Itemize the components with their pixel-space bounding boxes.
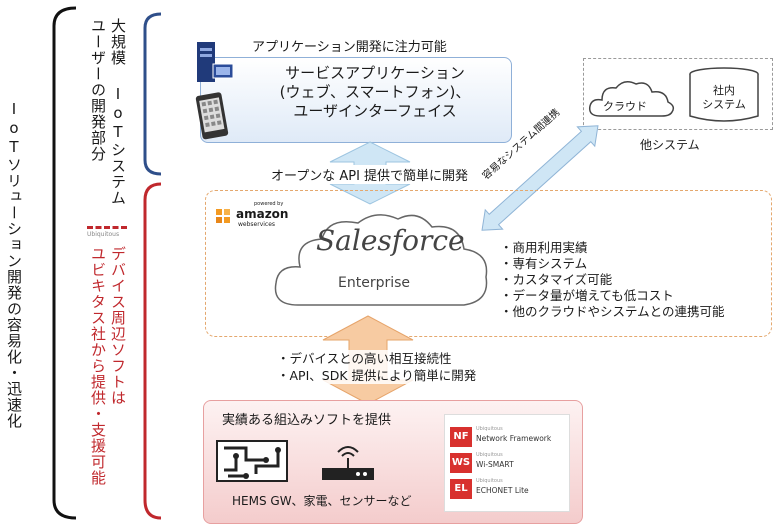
products-card: NF Ubiquitous Network Framework WS Ubiqu…: [444, 414, 570, 512]
service-application-text: サービスアプリケーション (ウェブ、スマートフォン)、 ユーザインターフェイス: [250, 64, 500, 121]
aws-cubes-icon: [216, 209, 230, 223]
red-bracket: [143, 182, 162, 520]
router-icon: [322, 446, 374, 480]
aws-logo: powered by amazon webservices: [214, 201, 294, 229]
product-tag: EL: [450, 479, 472, 499]
db-label: 社内 システム: [694, 84, 754, 112]
salesforce-script-logo: Salesforce: [316, 224, 465, 257]
device-caption: HEMS GW、家電、センサーなど: [232, 494, 412, 508]
enterprise-cloud: [274, 214, 488, 306]
cloud-label: クラウド: [603, 100, 647, 113]
outer-bracket: [52, 6, 77, 520]
diagonal-double-arrow: [481, 125, 599, 231]
database-icon: [689, 67, 759, 122]
service-line-1: サービスアプリケーション: [285, 64, 465, 82]
iot-system-label-2: ユーザーの開発部分: [89, 18, 107, 162]
device-link-line-2: ・API、SDK 提供により簡単に開発: [277, 368, 477, 383]
product-row: EL Ubiquitous ECHONET Lite: [450, 478, 566, 501]
device-link-line-1: ・デバイスとの高い相互接続性: [277, 351, 452, 366]
product-tag: NF: [450, 427, 472, 447]
feature-item: ・カスタマイズ可能: [500, 272, 613, 287]
feature-item: ・データ量が増えても低コスト: [500, 288, 674, 303]
product-row: NF Ubiquitous Network Framework: [450, 426, 566, 449]
main-vertical-label: IoTソリューション開発の容易化・迅速化: [5, 100, 23, 429]
aws-brand: amazon: [236, 207, 289, 221]
api-caption: オープンな API 提供で簡単に開発: [268, 165, 472, 184]
db-label-line-2: システム: [702, 98, 746, 111]
ubiquitous-label-1: デバイス周辺ソフトは: [109, 246, 127, 406]
service-line-3: ユーザインターフェイス: [293, 102, 457, 120]
iot-system-label-1: 大規模 IoTシステム: [109, 18, 127, 206]
product-name: Network Framework: [476, 434, 552, 443]
service-application-box: [200, 57, 512, 143]
ubiquitous-logo: Ubiquitous: [87, 226, 131, 238]
device-link-text: ・デバイスとの高い相互接続性 ・API、SDK 提供により簡単に開発: [274, 350, 480, 384]
ubiquitous-label-2: ユビキタス社から提供・支援可能: [89, 246, 107, 486]
product-tag: WS: [450, 453, 472, 473]
other-system-caption: 他システム: [640, 138, 700, 152]
server-icon: [197, 42, 234, 82]
device-title: 実績ある組込みソフトを提供: [222, 413, 392, 428]
enterprise-label: Enterprise: [338, 275, 411, 291]
smartphone-icon: [195, 92, 229, 140]
aws-sub: webservices: [238, 221, 276, 228]
product-name: ECHONET Lite: [476, 486, 529, 495]
db-label-line-1: 社内: [713, 84, 735, 97]
service-line-2: (ウェブ、スマートフォン)、: [279, 83, 471, 101]
cloud-icon: [588, 81, 675, 117]
product-sub: Ubiquitous: [476, 478, 503, 484]
circuit-board-icon: [216, 440, 288, 482]
feature-item: ・専有システム: [500, 256, 588, 271]
feature-item: ・商用利用実績: [500, 240, 588, 255]
product-name: Wi-SMART: [476, 460, 514, 469]
product-sub: Ubiquitous: [476, 452, 503, 458]
blue-bracket: [143, 12, 162, 176]
product-sub: Ubiquitous: [476, 426, 503, 432]
service-top-caption: アプリケーション開発に注力可能: [252, 40, 447, 55]
enterprise-box: [205, 190, 772, 337]
product-row: WS Ubiquitous Wi-SMART: [450, 452, 566, 475]
aws-powered-by: powered by: [254, 201, 284, 207]
feature-item: ・他のクラウドやシステムとの連携可能: [500, 304, 725, 319]
enterprise-features: ・商用利用実績 ・専有システム ・カスタマイズ可能 ・データ量が増えても低コスト…: [500, 240, 725, 320]
